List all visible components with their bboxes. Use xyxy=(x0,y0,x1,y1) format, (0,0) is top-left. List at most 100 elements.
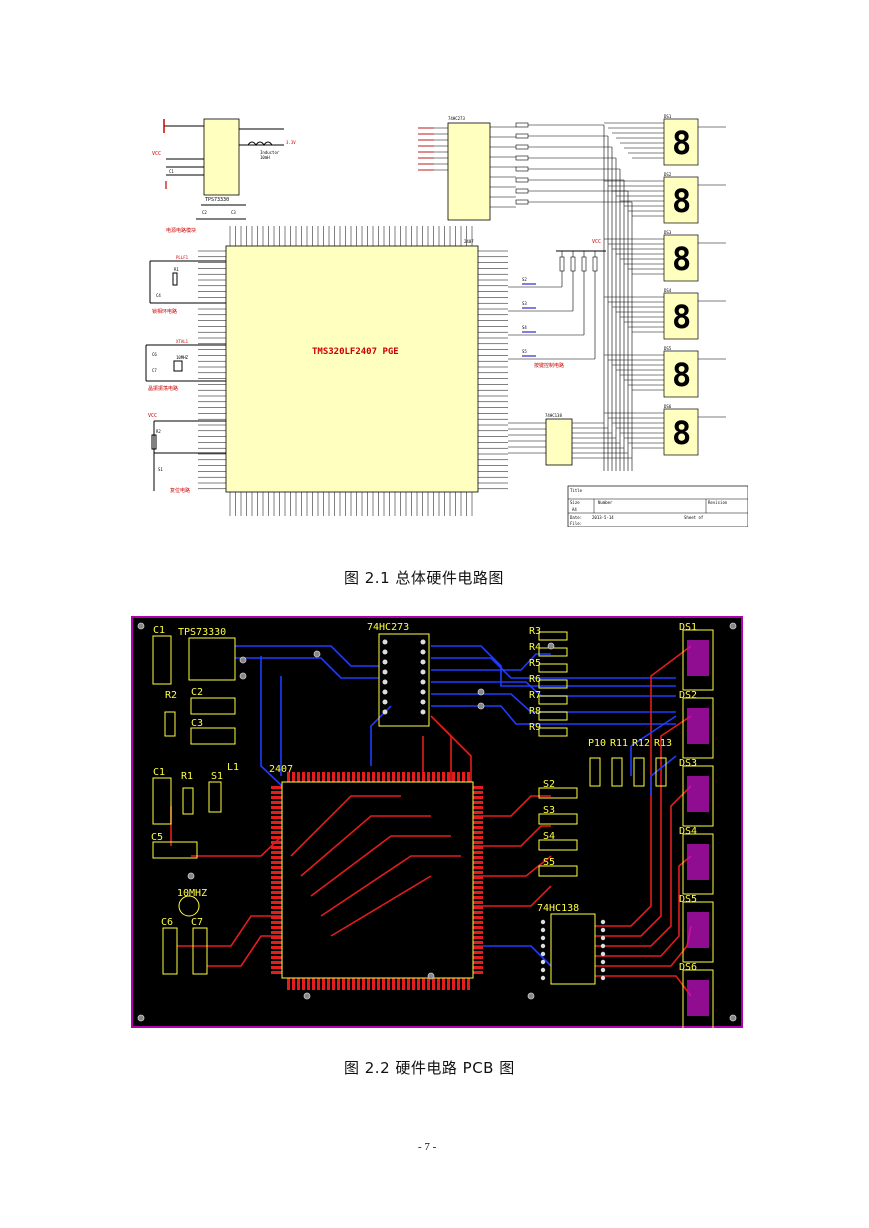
pcb-resistor-label: R8 xyxy=(529,706,541,717)
pcb-display xyxy=(682,901,714,963)
pullup-resistor xyxy=(592,256,598,272)
pcb-trace xyxy=(650,755,677,796)
pll-circuit-label: 锁相环电路 xyxy=(152,308,177,315)
pcb-pad xyxy=(420,709,426,715)
pcb-pad xyxy=(600,919,606,925)
pcb-dsp-pad xyxy=(271,916,282,919)
pcb-decoder-label: 74HC138 xyxy=(537,903,579,914)
pcb-dsp-pad xyxy=(473,911,483,914)
pcb-c3 xyxy=(190,727,236,745)
pcb-dsp-pad xyxy=(422,772,425,782)
power-module: TPS73330 Inductor 10mH 3.3V VCC C1 C2 C3… xyxy=(152,118,296,234)
pcb-dsp-pad xyxy=(332,772,335,782)
pcb-dsp-pad xyxy=(271,871,282,874)
pcb-dsp-pad xyxy=(271,856,282,859)
pcb-dsp-pad xyxy=(473,861,483,864)
dsp-left-pins xyxy=(198,250,226,490)
pcb-dsp-pad xyxy=(352,978,355,990)
pcb-dsp-pad xyxy=(387,978,390,990)
pcb-pad xyxy=(382,699,388,705)
pcb-resistor xyxy=(538,695,568,705)
pcb-xtal-label: 10MHZ xyxy=(177,888,207,899)
pcb-dsp-pad xyxy=(473,871,483,874)
segment-resistor xyxy=(515,144,529,150)
pcb-dsp-pad xyxy=(271,926,282,929)
pcb-trace xyxy=(473,945,552,967)
display-body xyxy=(663,234,699,282)
pcb-display-label: DS2 xyxy=(679,690,697,701)
pcb-resistor xyxy=(538,663,568,673)
pcb-dsp-pad xyxy=(377,772,380,782)
pcb-dsp-pad xyxy=(473,811,483,814)
dsp-bottom-pins xyxy=(229,492,473,516)
display-body xyxy=(663,118,699,166)
pcb-resistor xyxy=(538,711,568,721)
pcb-pad xyxy=(420,669,426,675)
pcb-latch-label: 74HC273 xyxy=(367,622,409,633)
pcb-dsp-pad xyxy=(473,801,483,804)
pcb-dsp-pad xyxy=(382,772,385,782)
title-block-sheet: Sheet of xyxy=(684,515,704,520)
title-block-size: Size xyxy=(570,500,580,505)
pcb-trace xyxy=(630,715,677,776)
pcb-dsp-pad xyxy=(457,772,460,782)
reset-circuit-label: 复位电路 xyxy=(170,487,190,494)
pcb-dsp-pad xyxy=(271,816,282,819)
r2-label: R2 xyxy=(156,429,161,434)
display-digit: 8 xyxy=(672,124,691,162)
pcb-dsp-pad xyxy=(372,978,375,990)
pcb-dsp-pad xyxy=(397,772,400,782)
pcb-dsp-pad xyxy=(473,926,483,929)
pcb-display xyxy=(682,765,714,827)
segment-resistor xyxy=(515,122,529,128)
pcb-via xyxy=(729,1014,737,1022)
pcb-trace xyxy=(473,825,551,847)
pcb-pad xyxy=(382,669,388,675)
pcb-resistor-label: R4 xyxy=(529,642,541,653)
pcb-trace xyxy=(235,657,379,679)
pcb-resistor-label: R9 xyxy=(529,722,541,733)
c2-label: C2 xyxy=(202,210,207,215)
pcb-pad xyxy=(382,639,388,645)
pcb-display-label: DS4 xyxy=(679,826,697,837)
pll-label: PLLF1 xyxy=(176,255,189,260)
pcb-dsp-pad xyxy=(357,978,360,990)
pcb-dsp-pad xyxy=(271,826,282,829)
pcb-dsp-pad xyxy=(271,841,282,844)
segment-resistor xyxy=(515,177,529,183)
pcb-dsp-pad xyxy=(452,772,455,782)
pcb-dsp-pad xyxy=(473,856,483,859)
segment-resistor xyxy=(515,166,529,172)
segment-bus xyxy=(603,125,633,471)
pcb-dsp-pad xyxy=(271,966,282,969)
pcb-pad xyxy=(600,943,606,949)
display-label: DS6 xyxy=(664,404,672,409)
dsp-top-pins xyxy=(229,226,473,246)
latch-chip xyxy=(447,122,491,221)
pcb-dsp-pad xyxy=(473,946,483,949)
pcb-dsp-pad xyxy=(367,978,370,990)
pcb-via xyxy=(137,622,145,630)
pcb-pad xyxy=(540,927,546,933)
pcb-via xyxy=(427,972,435,980)
title-block-date: Date: xyxy=(570,515,582,520)
pcb-display-body xyxy=(687,912,709,948)
pcb-pad xyxy=(382,659,388,665)
pcb-pad xyxy=(540,959,546,965)
pcb-dsp-pad xyxy=(372,772,375,782)
pcb-diagram: 2407 C1 TPS73330 74HC273 R2 C2 C3 L1 C1 … xyxy=(131,616,743,1031)
pcb-dsp-pad xyxy=(317,978,320,990)
pcb-dsp-pad xyxy=(271,941,282,944)
pcb-trace xyxy=(595,785,692,947)
pcb-dsp-pad xyxy=(307,772,310,782)
segment-resistor xyxy=(515,199,529,205)
pcb-c1b xyxy=(152,777,172,825)
pcb-dsp-pad xyxy=(473,906,483,909)
pcb-trace xyxy=(290,795,401,857)
key-label: S4 xyxy=(522,325,527,330)
pcb-dsp-pad xyxy=(473,786,483,789)
pcb-via xyxy=(137,1014,145,1022)
c6-label: C6 xyxy=(152,352,157,357)
pcb-dsp-pad xyxy=(473,896,483,899)
